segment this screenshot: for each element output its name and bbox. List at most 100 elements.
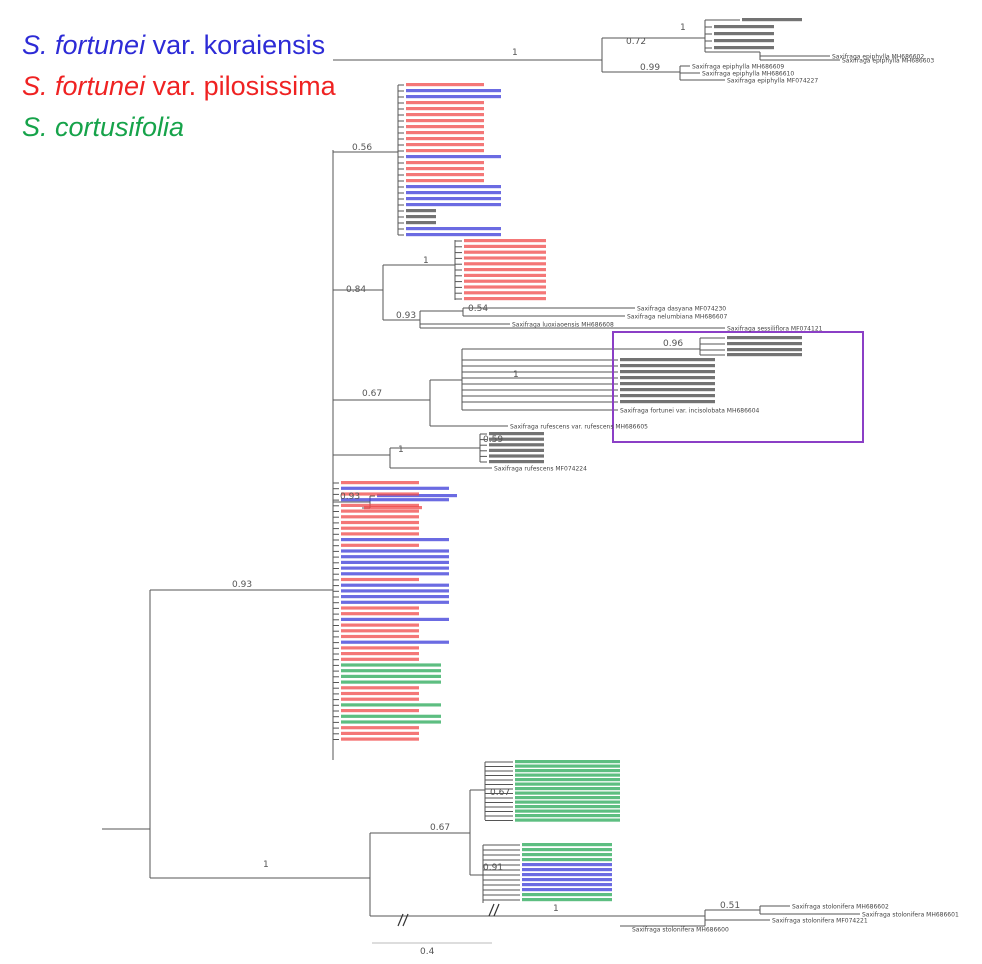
tip-label-87 xyxy=(341,623,419,627)
tip-label-27 xyxy=(406,215,436,219)
tip-label-ep2: Saxifraga epiphylla MH686603 xyxy=(842,58,934,65)
tip-label-33 xyxy=(464,250,546,254)
tip-label-50 xyxy=(620,382,715,386)
tip-label-115 xyxy=(515,791,620,795)
tip-label-107 xyxy=(341,737,419,741)
tip-label-64 xyxy=(341,492,419,496)
tip-label-69 xyxy=(341,520,419,525)
tip-label-101 xyxy=(341,703,441,707)
tip-label-37 xyxy=(464,273,546,277)
support-rufescens_sub: 0.59 xyxy=(483,435,503,445)
tip-label-66 xyxy=(341,503,419,507)
tip-label-24 xyxy=(406,197,501,201)
tip-label-7 xyxy=(406,95,501,99)
tip-label-28 xyxy=(406,221,436,225)
tip-label-das2: Saxifraga nelumbiana MH686607 xyxy=(627,314,727,321)
legend-item-cortusifolia: S. cortusifolia xyxy=(22,114,184,141)
tip-label-38 xyxy=(464,279,546,283)
tip-label-4 xyxy=(714,46,774,50)
tip-label-100 xyxy=(341,697,419,701)
tip-label-83 xyxy=(341,600,449,604)
tip-label-70 xyxy=(341,526,419,530)
tip-label-80 xyxy=(341,583,449,587)
tip-label-og4: Saxifraga stolonifera MH686600 xyxy=(632,927,729,934)
tip-label-68 xyxy=(341,515,419,519)
tip-label-ep5: Saxifraga epiphylla MF074227 xyxy=(727,78,818,85)
support-dasyana_sub: 0.54 xyxy=(468,304,488,314)
tip-label-122 xyxy=(522,843,612,847)
legend-pilosissima-variety: var. pilosissima xyxy=(145,71,336,101)
tip-label-124 xyxy=(522,853,612,857)
tip-label-71 xyxy=(341,532,419,536)
tip-label-34 xyxy=(464,256,546,260)
tip-label-31 xyxy=(464,239,546,243)
tip-label-89 xyxy=(341,634,419,639)
tip-label-106 xyxy=(341,731,419,735)
tip-label-105 xyxy=(341,726,419,730)
tip-label-128 xyxy=(522,873,612,877)
support-epiphylla_sub1: 0.72 xyxy=(626,37,646,47)
tip-label-41 xyxy=(464,297,546,301)
tip-label-104 xyxy=(341,720,441,724)
tip-label-108 xyxy=(515,760,620,764)
legend-pilosissima-species: S. fortunei xyxy=(22,71,146,101)
scale-label: 0.4 xyxy=(420,947,435,957)
legend-item-koraiensis: S. fortunei var. koraiensis xyxy=(22,32,325,59)
tip-label-29 xyxy=(406,227,501,231)
legend-koraiensis-species: S. fortunei xyxy=(22,30,146,60)
tip-label-5 xyxy=(406,83,484,87)
tip-label-132 xyxy=(522,893,612,897)
tip-label-26 xyxy=(406,209,436,213)
tip-label-84 xyxy=(341,606,419,610)
tip-label-56 xyxy=(489,443,544,447)
tip-label-99 xyxy=(341,691,419,696)
support-outgroup_tip: 0.51 xyxy=(720,901,740,911)
support-main_clade: 0.93 xyxy=(232,580,252,590)
tip-label-45 xyxy=(727,353,802,357)
tip-label-og2: Saxifraga stolonifera MH686601 xyxy=(862,912,959,919)
tip-label-22 xyxy=(406,185,501,189)
tip-label-93 xyxy=(341,657,419,661)
tip-label-102 xyxy=(341,709,419,713)
tip-label-73 xyxy=(341,543,419,547)
tip-label-130 xyxy=(522,883,612,887)
tip-label-36 xyxy=(464,268,546,272)
support-dasyana_clade: 0.93 xyxy=(396,311,416,321)
tip-label-79 xyxy=(341,577,419,582)
alpina-highlight-box xyxy=(612,331,864,443)
tip-label-63 xyxy=(341,486,449,490)
tip-label-32 xyxy=(464,244,546,248)
tip-label-97 xyxy=(341,680,441,684)
tip-label-og1: Saxifraga stolonifera MH686602 xyxy=(792,904,889,911)
tip-label-16 xyxy=(406,149,484,153)
support-kora_pair: 0.93 xyxy=(340,492,360,502)
tip-label-52 xyxy=(620,394,715,398)
tip-label-65 xyxy=(341,498,449,502)
support-pilos_clade: 1 xyxy=(423,256,429,266)
tip-label-3 xyxy=(714,39,774,43)
legend-item-pilosissima: S. fortunei var. pilosissima xyxy=(22,73,336,100)
support-values: 0.9310.7210.990.560.8410.930.540.6710.96… xyxy=(232,23,740,914)
tip-label-113 xyxy=(515,782,620,786)
tip-label-10 xyxy=(406,113,484,117)
support-epiphylla_clade: 1 xyxy=(512,48,518,58)
tree-branches xyxy=(102,19,860,927)
tip-label-17 xyxy=(406,155,501,159)
support-rufescens_clade: 1 xyxy=(398,445,404,455)
support-basal: 1 xyxy=(263,860,269,870)
tip-label-ruf2: Saxifraga rufescens MF074224 xyxy=(494,466,587,473)
tip-label-85 xyxy=(341,612,419,616)
tip-label-82 xyxy=(341,595,449,599)
support-alpina_group: 0.67 xyxy=(362,389,382,399)
tip-label-90 xyxy=(341,640,449,644)
tip-label-111 xyxy=(515,773,620,777)
support-alpina_sub: 0.96 xyxy=(663,339,683,349)
tip-label-75 xyxy=(341,555,449,559)
tip-label-119 xyxy=(515,809,620,813)
tip-label-67 xyxy=(341,509,419,513)
tip-label-21 xyxy=(406,179,484,183)
support-outgroup_inner: 1 xyxy=(553,904,559,914)
tip-label-48 xyxy=(620,370,715,374)
tip-label-127 xyxy=(522,868,612,872)
